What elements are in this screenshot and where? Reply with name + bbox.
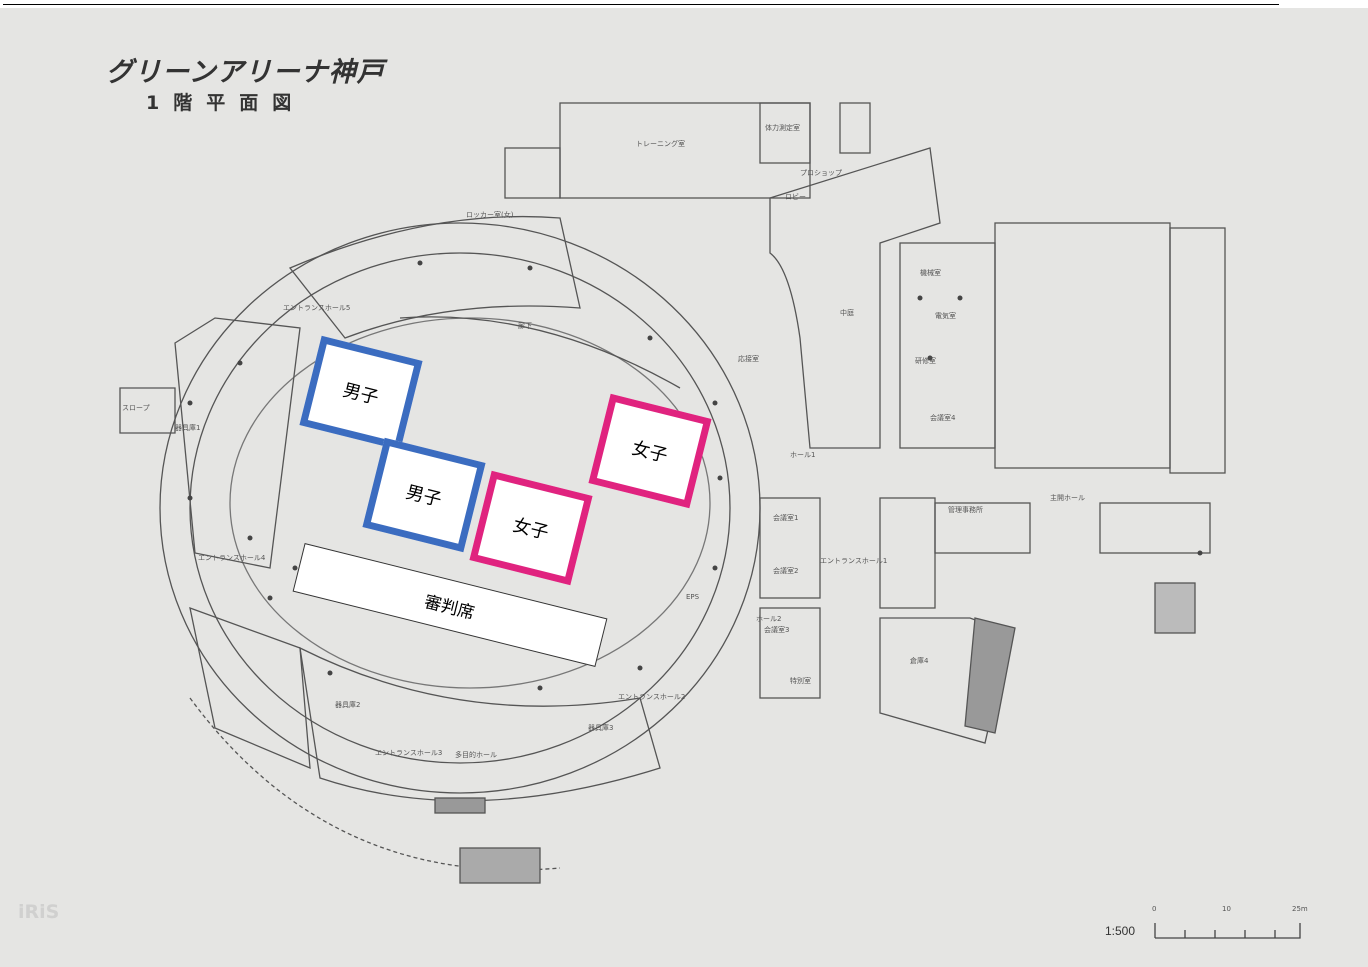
scale-label: 1:500 bbox=[1105, 924, 1136, 938]
conference-block bbox=[759, 497, 821, 599]
floor-plan-sheet: グリーンアリーナ神戸 1階平面図 トレーニング室 体力測定室 ロビー プロショッ… bbox=[0, 8, 1368, 967]
label-eps: EPS bbox=[686, 593, 700, 601]
label-storage3: 器具庫3 bbox=[588, 724, 614, 732]
slope bbox=[119, 387, 176, 434]
column-markers bbox=[187, 260, 1203, 691]
map-title: グリーンアリーナ神戸 bbox=[106, 57, 385, 88]
label-conference4: 会議室4 bbox=[930, 414, 956, 422]
label-machine: 機械室 bbox=[920, 269, 941, 277]
label-special: 特別室 bbox=[790, 677, 811, 685]
scale-bar bbox=[1154, 923, 1301, 939]
label-entrance1: エントランスホール1 bbox=[820, 557, 888, 565]
label-hall1: ホール1 bbox=[790, 451, 816, 459]
scale-tick-10: 10 bbox=[1222, 905, 1231, 913]
label-courtyard: 中庭 bbox=[840, 309, 854, 317]
label-storage2: 器具庫2 bbox=[335, 701, 361, 709]
locker-wing bbox=[288, 215, 581, 339]
label-electric: 電気室 bbox=[935, 312, 956, 320]
label-training-room: 研修室 bbox=[915, 357, 936, 365]
floor-plan-drawing bbox=[119, 102, 1301, 939]
label-main-hall: 主開ホール bbox=[1050, 494, 1085, 502]
south-rooms bbox=[299, 646, 661, 802]
southwest-rooms bbox=[189, 606, 311, 770]
label-multipurpose: 多目的ホール bbox=[455, 751, 497, 759]
label-entrance4: エントランスホール4 bbox=[198, 554, 266, 562]
label-slope: スロープ bbox=[122, 404, 150, 412]
label-entrance2: エントランスホール2 bbox=[618, 693, 686, 701]
watermark-logo: iRiS bbox=[18, 901, 60, 923]
scale-tick-0: 0 bbox=[1152, 905, 1157, 913]
label-training: トレーニング室 bbox=[636, 140, 685, 148]
left-storage-block bbox=[174, 317, 301, 569]
label-conference2: 会議室2 bbox=[773, 567, 799, 575]
sub-arena bbox=[994, 222, 1171, 469]
arena-mid-ring bbox=[189, 252, 731, 764]
inner-corridor-north bbox=[399, 316, 681, 389]
label-entrance5: エントランスホール5 bbox=[283, 304, 351, 312]
scale-tick-25: 25m bbox=[1292, 905, 1308, 913]
label-reception: 応接室 bbox=[738, 355, 759, 363]
map-subtitle: 1階平面図 bbox=[146, 92, 306, 114]
label-storage1: 器具庫1 bbox=[175, 424, 201, 432]
label-storage4: 倉庫4 bbox=[910, 657, 929, 665]
label-entrance3: エントランスホール3 bbox=[375, 749, 443, 757]
label-corridor: 廊下 bbox=[518, 322, 532, 330]
label-lobby: ロビー bbox=[785, 193, 806, 201]
label-conference3: 会議室3 bbox=[764, 626, 790, 634]
label-hall2: ホール2 bbox=[756, 615, 782, 623]
label-locker: ロッカー室(女) bbox=[466, 211, 514, 219]
outer-dashed-path bbox=[189, 697, 561, 871]
lobby-courtyard bbox=[769, 147, 941, 449]
label-proshop: プロショップ bbox=[800, 169, 842, 177]
label-conference1: 会議室1 bbox=[773, 514, 799, 522]
top-rule bbox=[3, 4, 1279, 5]
label-management: 管理事務所 bbox=[948, 506, 983, 514]
training-block bbox=[559, 102, 811, 199]
label-fitness: 体力測定室 bbox=[765, 124, 800, 132]
